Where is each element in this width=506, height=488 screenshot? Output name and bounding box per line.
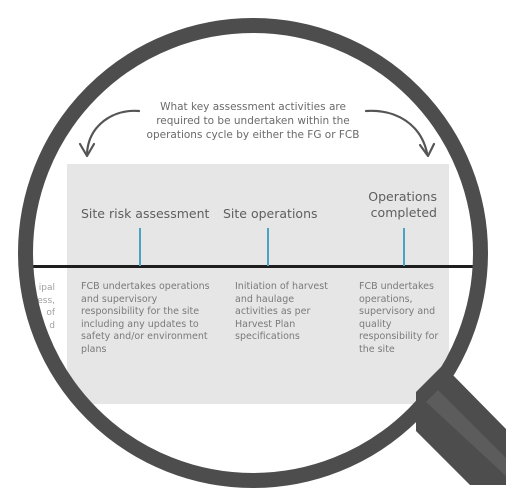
magnifier-handle-icon (416, 365, 506, 485)
magnifier-graphic: What key assessment activities are requi… (18, 18, 506, 488)
